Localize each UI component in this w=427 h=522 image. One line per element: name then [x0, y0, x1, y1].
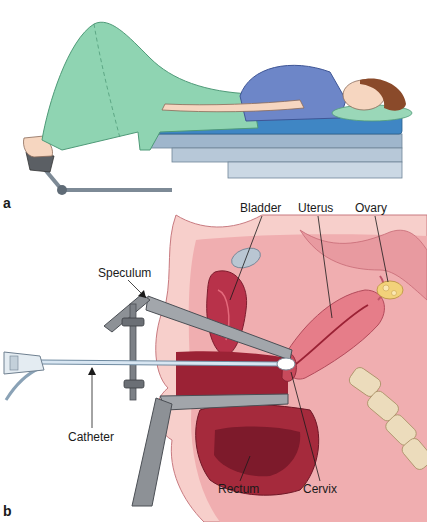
- intestine-loop: [300, 230, 427, 300]
- rod-joint: [57, 185, 67, 195]
- part-label: Rectum: [218, 482, 259, 496]
- speculum-thumb-screw: [122, 318, 144, 326]
- catheter-tube-outline: [40, 362, 282, 364]
- rectal-lumen: [214, 426, 300, 476]
- rectum: [196, 404, 319, 495]
- leader-line: [318, 216, 332, 318]
- leader-arrowhead: [138, 290, 146, 298]
- sacrum: [347, 365, 427, 472]
- speculum-lower-blade: [160, 394, 288, 410]
- patient-hair: [360, 78, 406, 110]
- leader-arrowhead: [88, 367, 96, 375]
- ovary: [377, 281, 403, 299]
- panel-letter: b: [3, 503, 12, 519]
- follicle: [383, 285, 389, 291]
- leader-line: [92, 368, 93, 428]
- table-base: [228, 162, 402, 178]
- catheter-hub: [4, 352, 44, 374]
- leader-lines: [92, 216, 388, 481]
- green-drape: [42, 22, 258, 150]
- follicle: [392, 291, 397, 296]
- catheter-port: [10, 356, 18, 370]
- leader-line: [128, 280, 146, 298]
- patient-shirt: [240, 65, 346, 121]
- uterine-cavity: [296, 305, 368, 364]
- part-label: Ovary: [355, 201, 387, 215]
- part-label: Bladder: [240, 201, 281, 215]
- stirrup-rod: [62, 188, 172, 192]
- drape-fold: [94, 24, 120, 138]
- body-section: [156, 215, 427, 522]
- leader-line: [240, 456, 250, 481]
- speculum-thumb-screw: [124, 380, 144, 388]
- speculum-handle: [132, 398, 172, 506]
- table-frame: [172, 148, 402, 162]
- catheter-tube: [40, 362, 282, 364]
- uterus: [284, 290, 384, 379]
- part-label: Speculum: [98, 266, 151, 280]
- catheter-balloon: [277, 358, 295, 370]
- leader-line: [291, 372, 320, 481]
- panel-letter: a: [3, 195, 11, 211]
- vertebra: [400, 436, 427, 472]
- part-label: Uterus: [298, 201, 333, 215]
- table-frame: [150, 134, 402, 148]
- part-label: Catheter: [68, 430, 114, 444]
- leader-line: [230, 216, 262, 300]
- part-label: Cervix: [303, 482, 337, 496]
- leader-line: [375, 216, 388, 282]
- speculum-thumb-lever: [104, 294, 150, 332]
- speculum-upper-blade: [146, 296, 292, 360]
- patient-arm: [162, 100, 304, 112]
